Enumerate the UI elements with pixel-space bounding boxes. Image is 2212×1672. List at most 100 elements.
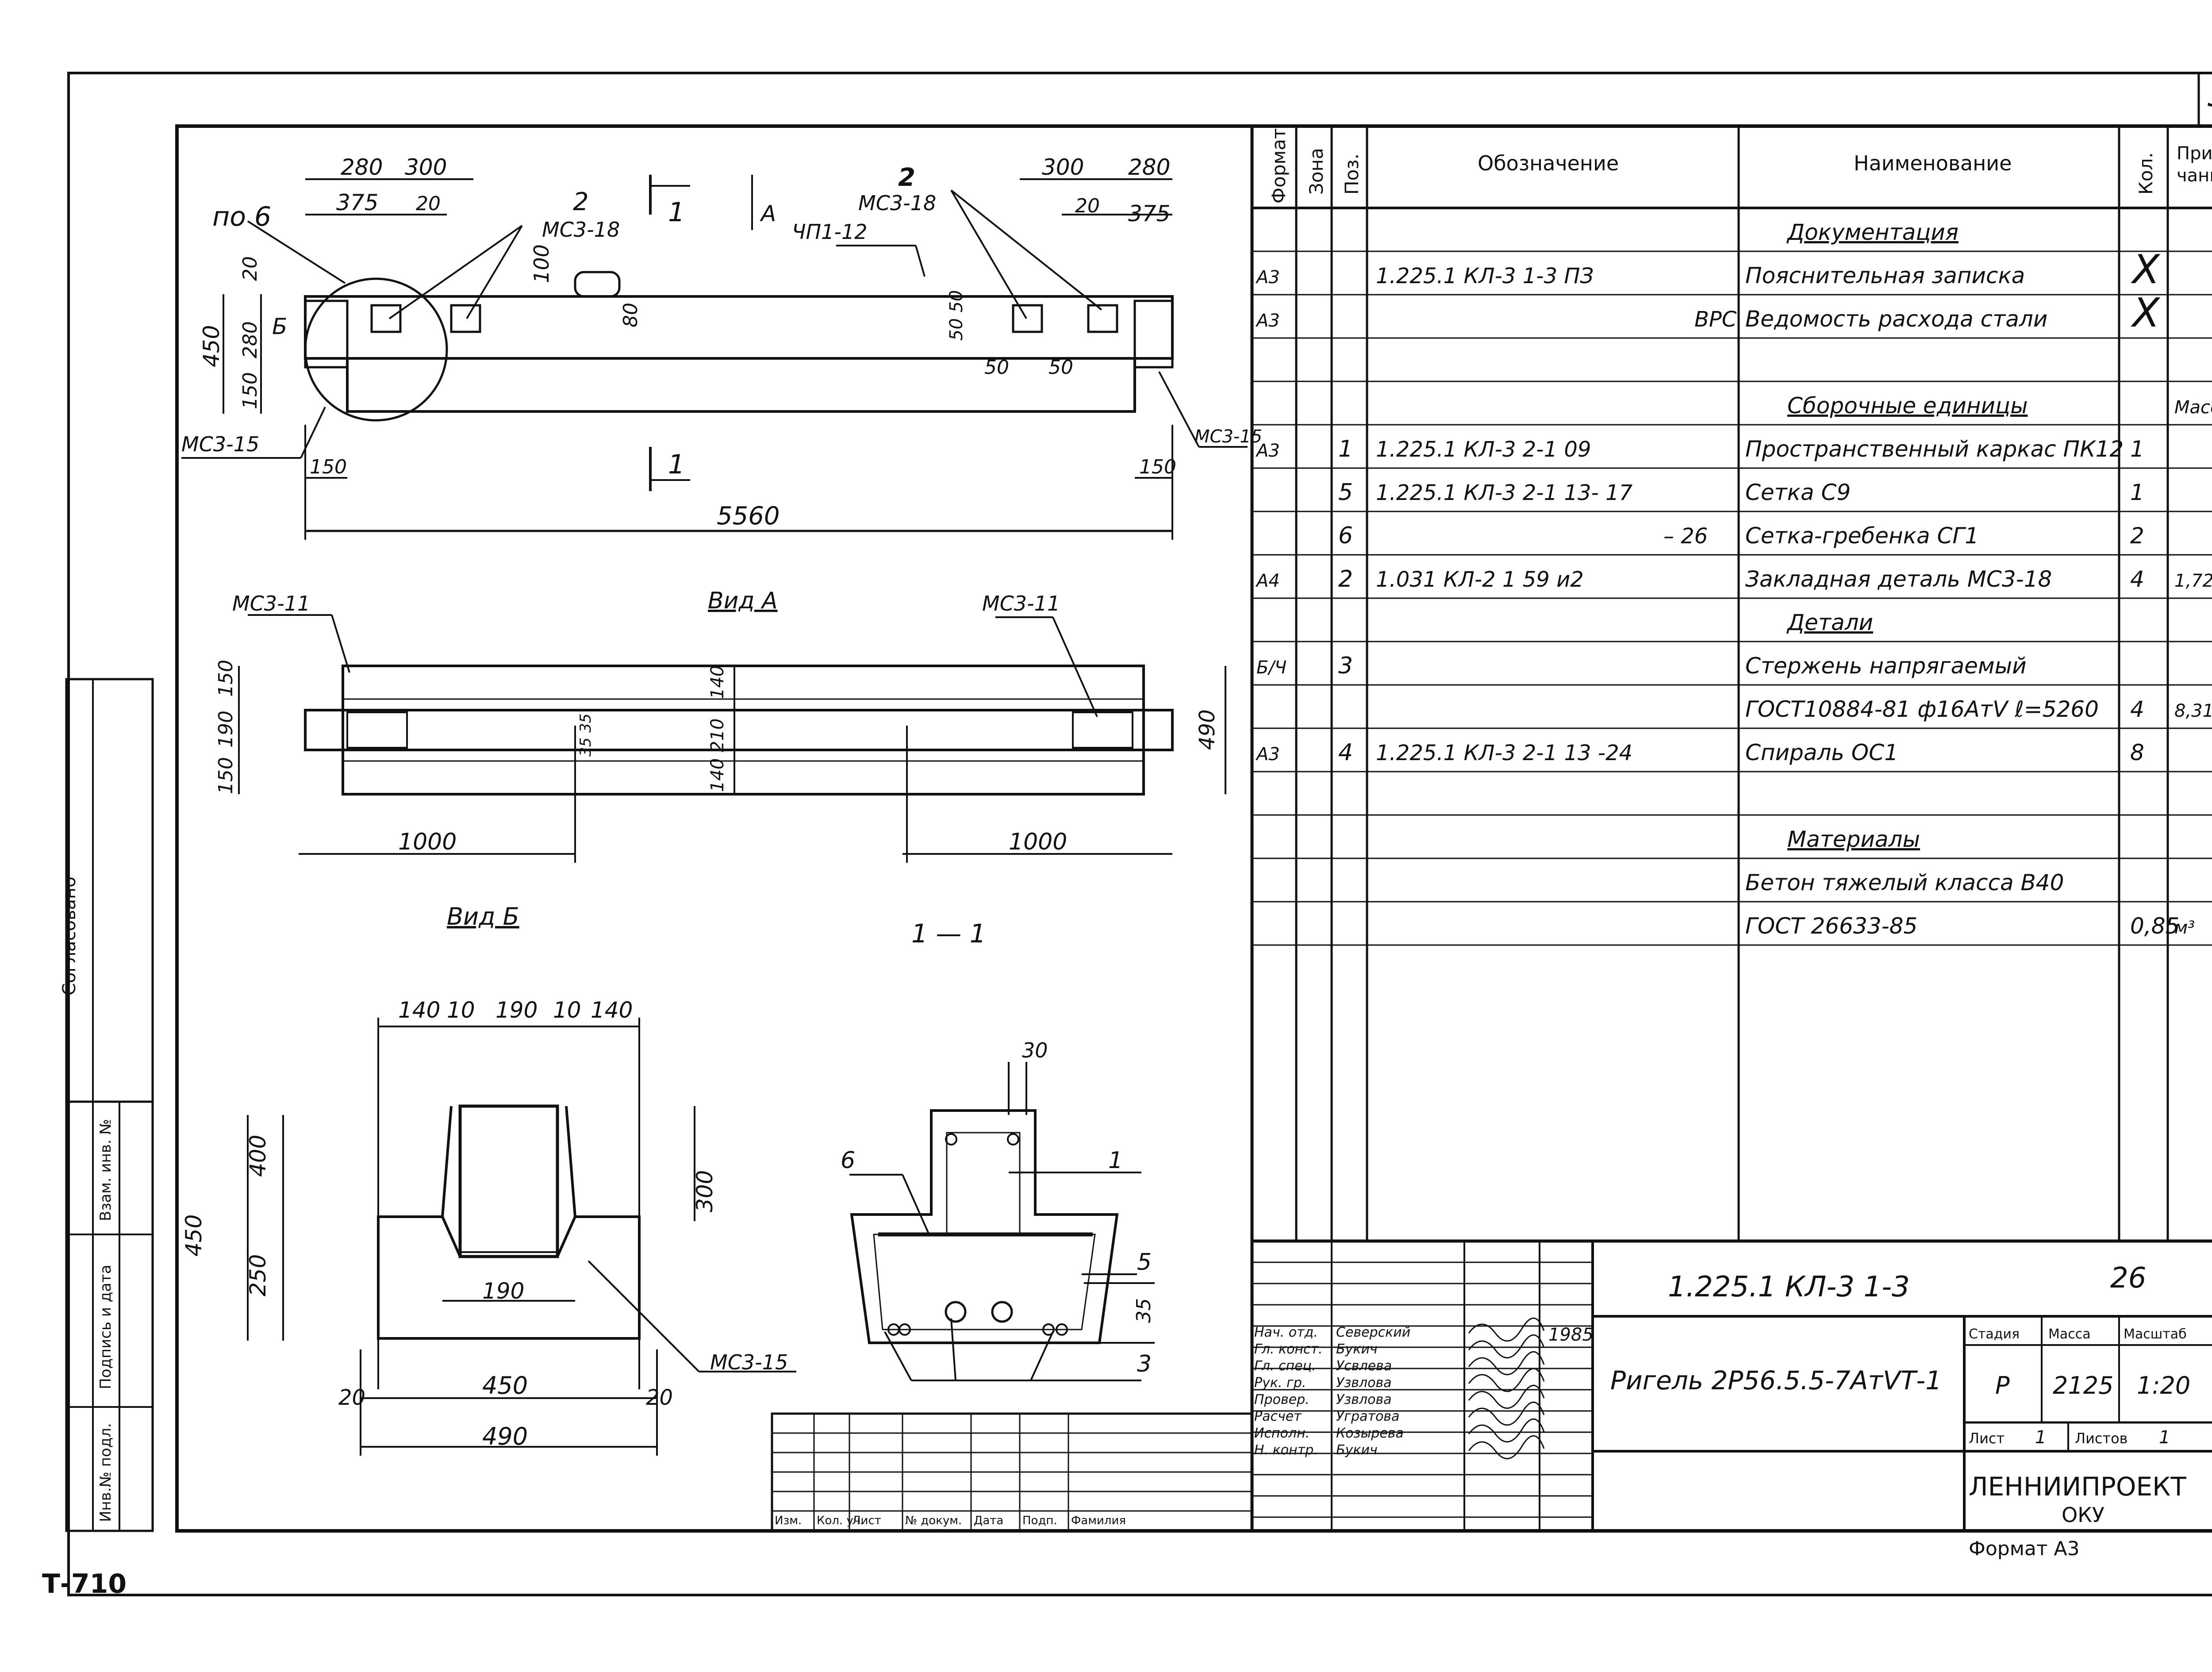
doc-code: 1.225.1 КЛ-3 1-3 — [1668, 1271, 1910, 1303]
sheet-value: 1 — [2035, 1427, 2046, 1448]
dim-100: 100 — [530, 244, 553, 283]
spec-cell-code: 1.225.1 КЛ-3 2-1 13- 17 — [1376, 480, 1633, 505]
hdr-name: Наименование — [1854, 151, 2012, 175]
dim-3535-va: 35 35 — [577, 714, 595, 757]
label-pos5: 5 — [1137, 1249, 1152, 1276]
staff-signature — [1468, 1418, 1545, 1443]
detail-circle — [304, 277, 448, 422]
rev-header: Подп. — [1022, 1514, 1057, 1527]
staff-role: Провер. — [1254, 1392, 1310, 1407]
dim-450: 450 — [199, 325, 224, 367]
dim-450-b: 450 — [482, 1372, 528, 1399]
spec-cell-pos: 3 — [1338, 653, 1353, 679]
spec-cell-fmt: А3 — [1255, 744, 1280, 765]
label-section-bottom: 1 — [668, 449, 685, 480]
dim-1000-r: 1000 — [1009, 829, 1067, 855]
year: 1985 — [1548, 1325, 1594, 1345]
staff-signature — [1468, 1384, 1545, 1409]
dim-20-l: 20 — [416, 192, 441, 215]
dim-10-b1: 10 — [447, 997, 475, 1023]
spec-cell-pos: 1 — [1338, 436, 1353, 462]
scale-label: Масштаб — [2124, 1326, 2187, 1342]
hdr-pos: Поз. — [1341, 154, 1363, 195]
spec-cell-qty: 1 — [2130, 436, 2144, 462]
staff-role: Расчет — [1254, 1409, 1302, 1424]
spec-cell-qty: 2 — [2130, 523, 2144, 549]
dim-150-va: 150 — [215, 660, 237, 697]
spec-cell-pos: 6 — [1338, 523, 1353, 549]
inventory-number: Т-710 — [42, 1568, 127, 1599]
staff-role: Н. контр. — [1254, 1442, 1318, 1458]
label-view-b-mark: Б — [272, 314, 287, 339]
dim-300-l: 300 — [405, 154, 447, 180]
staff-name: Узвлова — [1336, 1375, 1392, 1391]
mass-value: 2125 — [2053, 1372, 2113, 1399]
dim-490-b: 490 — [482, 1422, 528, 1450]
staff-name: Северский — [1336, 1325, 1410, 1340]
label-pos2-r: 2 — [898, 163, 915, 192]
label-pos3: 3 — [1137, 1351, 1152, 1377]
rev-header: Лист — [852, 1514, 881, 1527]
dim-80: 80 — [619, 303, 642, 327]
spec-cell-pos: 2 — [1338, 566, 1353, 592]
dim-20-v: 20 — [239, 256, 261, 281]
left-strip: Согласовано Инв.№ подл. Подпись и дата В… — [59, 678, 154, 1532]
spec-cell-qty: 1 — [2130, 480, 2144, 505]
staff-signature — [1468, 1351, 1545, 1376]
scale-value: 1:20 — [2137, 1372, 2190, 1399]
view-b: Вид Б 140 10 190 10 140 400 250 450 300 … — [181, 903, 796, 1456]
staff-name: Букич — [1336, 1442, 1378, 1458]
label-pos2-l: 2 — [573, 188, 589, 216]
label-mcz18-r: МС3-18 — [858, 191, 936, 215]
dim-140-b1: 140 — [398, 997, 440, 1023]
rev-header: Дата — [974, 1514, 1003, 1527]
dim-150-l: 150 — [310, 456, 347, 478]
label-chp: ЧП1-12 — [792, 220, 868, 244]
staff-name: Козырева — [1336, 1426, 1404, 1441]
spec-cell-fmt: Б/Ч — [1256, 657, 1286, 678]
inv-dup-label: Взам. инв. № — [97, 1119, 115, 1221]
staff-name: Букич — [1336, 1341, 1378, 1357]
inv-orig-label: Инв.№ подл. — [97, 1423, 115, 1522]
outer-frame — [67, 72, 2212, 1596]
spec-cell-code: – 26 — [1663, 524, 1708, 549]
dim-280-v: 280 — [239, 321, 261, 358]
product-name: Ригель 2Р56.5.5-7АтVТ-1 — [1610, 1365, 1942, 1395]
staff-role: Рук. гр. — [1254, 1375, 1306, 1391]
format-label: Формат А3 — [1969, 1537, 2080, 1560]
staff-signature — [1468, 1334, 1545, 1359]
spec-cell-name: Детали — [1786, 610, 1873, 635]
view-a-title: Вид А — [708, 588, 778, 614]
dim-1000-l: 1000 — [398, 829, 457, 855]
hdr-qty: Кол. — [2135, 152, 2157, 195]
spec-cell-name: Сборочные единицы — [1787, 393, 2028, 419]
spec-cell-note: 8,31 — [2174, 701, 2212, 721]
spec-cell-code: ВРС — [1694, 307, 1737, 332]
spec-cell-name: Пояснительная записка — [1745, 263, 2025, 288]
dim-190-va: 190 — [215, 711, 237, 748]
staff-name: Усвлева — [1336, 1358, 1392, 1374]
section-title: 1 — 1 — [911, 919, 986, 949]
spec-cell-name: ГОСТ10884-81 ф16АтV ℓ=5260 — [1745, 696, 2099, 722]
staff-name: Узвлова — [1336, 1392, 1392, 1407]
dim-50-b: 50 — [1048, 356, 1073, 379]
spec-cell-name: Материалы — [1787, 826, 1920, 852]
dim-280-l: 280 — [341, 154, 383, 180]
dim-140-vb: 140 — [707, 758, 728, 792]
hdr-note-2: чание — [2177, 165, 2212, 186]
sheet-label: Лист — [1969, 1430, 2005, 1447]
dim-20-r: 20 — [1075, 195, 1100, 217]
spec-cell-note: Масса поз. кг — [2174, 397, 2212, 418]
staff-role: Исполн. — [1254, 1426, 1310, 1441]
rev-header: Фамилия — [1071, 1514, 1126, 1527]
dim-300-r: 300 — [1042, 154, 1084, 180]
spec-cell-qty: X — [2131, 246, 2161, 293]
sheets-value: 1 — [2159, 1427, 2170, 1448]
dim-190-b2: 190 — [482, 1278, 524, 1304]
spec-table: Формат Зона Поз. Обозначение Наименовани… — [1250, 124, 2212, 1243]
staff-name: Угратова — [1336, 1409, 1399, 1424]
label-section-top: 1 — [668, 197, 685, 228]
dim-150-v: 150 — [239, 372, 261, 409]
spec-cell-name: Документация — [1786, 219, 1959, 245]
dim-20-bl: 20 — [338, 1385, 365, 1410]
